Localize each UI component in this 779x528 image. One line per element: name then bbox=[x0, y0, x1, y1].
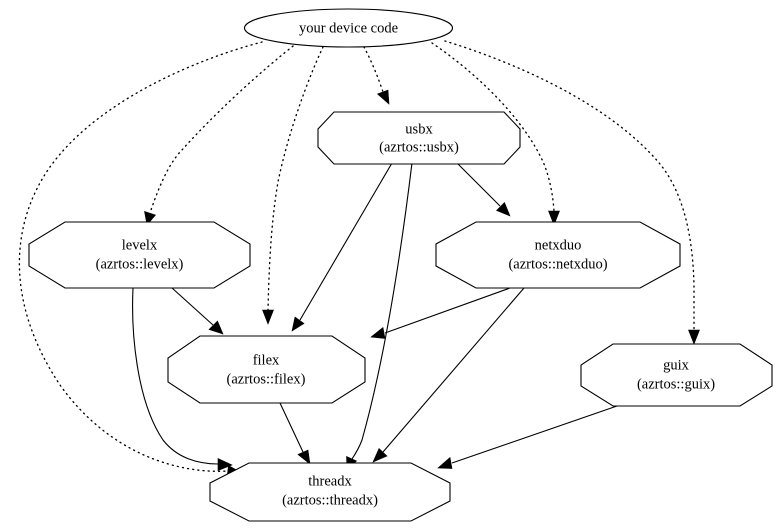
node-netxduo[interactable]: netxduo (azrtos::netxduo) bbox=[435, 221, 681, 289]
node-threadx-label-sub: (azrtos::threadx) bbox=[282, 492, 378, 508]
node-usbx-shape[interactable] bbox=[317, 111, 521, 165]
node-threadx[interactable]: threadx (azrtos::threadx) bbox=[209, 462, 451, 522]
node-filex-label-sub: (azrtos::filex) bbox=[227, 371, 306, 387]
edge-guix-threadx bbox=[437, 405, 618, 469]
node-usbx-label-main: usbx bbox=[405, 121, 433, 137]
edge-device-netxduo bbox=[431, 42, 560, 226]
node-device[interactable]: your device code bbox=[243, 8, 454, 48]
edge-device-filex bbox=[262, 46, 324, 325]
node-levelx[interactable]: levelx (azrtos::levelx) bbox=[28, 221, 251, 289]
node-netxduo-label-main: netxduo bbox=[535, 237, 582, 253]
node-layer: your device code usbx (azrtos::usbx) lev… bbox=[28, 8, 773, 522]
edge-device-levelx bbox=[144, 42, 298, 226]
node-threadx-shape[interactable] bbox=[209, 462, 451, 522]
edge-netxduo-threadx bbox=[372, 287, 525, 463]
node-threadx-label-main: threadx bbox=[308, 473, 352, 489]
node-usbx-label-sub: (azrtos::usbx) bbox=[379, 139, 459, 155]
edge-usbx-filex bbox=[291, 162, 393, 332]
edge-levelx-filex bbox=[171, 287, 224, 335]
node-filex-label-main: filex bbox=[253, 352, 280, 368]
node-filex-shape[interactable] bbox=[167, 335, 366, 404]
edge-netxduo-filex bbox=[370, 287, 511, 339]
edge-usbx-threadx bbox=[346, 162, 413, 472]
node-device-label: your device code bbox=[299, 20, 398, 36]
node-guix-shape[interactable] bbox=[580, 343, 773, 407]
edge-layer bbox=[18, 40, 700, 478]
edge-device-guix bbox=[444, 40, 700, 345]
node-netxduo-shape[interactable] bbox=[435, 221, 681, 289]
edge-device-usbx bbox=[363, 46, 390, 105]
node-levelx-shape[interactable] bbox=[28, 221, 251, 289]
node-device-shape[interactable] bbox=[243, 8, 454, 48]
node-guix-label-sub: (azrtos::guix) bbox=[637, 376, 715, 392]
node-guix[interactable]: guix (azrtos::guix) bbox=[580, 343, 773, 407]
edge-levelx-threadx bbox=[132, 287, 233, 471]
node-netxduo-label-sub: (azrtos::netxduo) bbox=[508, 256, 607, 272]
node-levelx-label-sub: (azrtos::levelx) bbox=[96, 256, 184, 272]
node-usbx[interactable]: usbx (azrtos::usbx) bbox=[317, 111, 521, 165]
node-guix-label-main: guix bbox=[663, 357, 690, 373]
edge-usbx-netxduo bbox=[456, 162, 511, 217]
node-filex[interactable]: filex (azrtos::filex) bbox=[167, 335, 366, 404]
edge-filex-threadx bbox=[279, 402, 311, 465]
node-levelx-label-main: levelx bbox=[122, 237, 158, 253]
